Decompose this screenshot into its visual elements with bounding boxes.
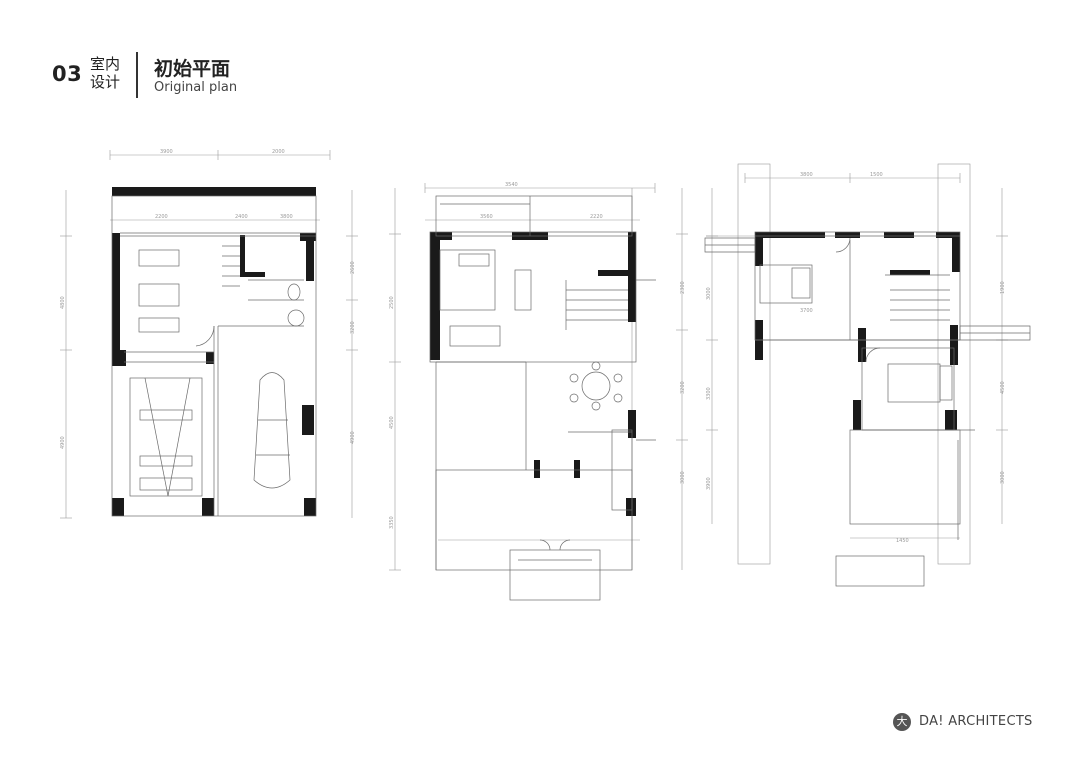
plan-1-dim-right-3: 4900 xyxy=(350,431,356,444)
plan-1-dim-left-1: 4800 xyxy=(60,296,66,309)
plan-1-dim-right-1: 2600 xyxy=(350,261,356,274)
plan-2-dim-left-1: 2500 xyxy=(389,296,395,309)
plan-1-dim-inner-2: 2400 xyxy=(235,214,248,220)
plan-2-dim-top-1: 3540 xyxy=(505,182,518,188)
plan-1-dim-right-2: 3200 xyxy=(350,321,356,334)
plan-3-dim-right-2: 4500 xyxy=(1000,381,1006,394)
section-category: 室内 设计 xyxy=(90,55,126,91)
plan-2-dim-right-1: 2300 xyxy=(680,281,686,294)
plan-2-dim-left-2: 4500 xyxy=(389,416,395,429)
plan-1-dim-inner-3: 3800 xyxy=(280,214,293,220)
plan-3-dim-inner-2: 1450 xyxy=(896,538,909,544)
header-divider xyxy=(136,52,138,98)
floor-plan-2: 3540 3560 2220 2500 4500 3350 2300 3200 … xyxy=(389,182,688,601)
section-category-line2: 设计 xyxy=(90,73,121,91)
plan-3-dim-top-2: 1500 xyxy=(870,172,883,178)
plan-3-dim-right-3: 3000 xyxy=(1000,471,1006,484)
plan-3-dim-inner-1: 3700 xyxy=(800,308,813,314)
brand-name: DA! ARCHITECTS xyxy=(919,714,1033,729)
da-logo-icon: 大 xyxy=(893,713,911,731)
plan-3-dim-left-1: 3000 xyxy=(706,287,712,300)
plan-3-dim-left-3: 3900 xyxy=(706,477,712,490)
plan-3-dim-right-1: 1900 xyxy=(1000,281,1006,294)
plan-3-dim-top-1: 3800 xyxy=(800,172,813,178)
plan-2-dim-right-3: 3000 xyxy=(680,471,686,484)
plan-1-dim-left-2: 4900 xyxy=(60,436,66,449)
plan-2-dim-right-2: 3200 xyxy=(680,381,686,394)
plan-2-dim-inner-1: 3560 xyxy=(480,214,493,220)
floor-plan-3: 3800 1500 3700 1450 3000 3300 3900 1900 … xyxy=(704,163,1031,587)
plan-2-dim-inner-2: 2220 xyxy=(590,214,603,220)
plan-1-dim-top-2: 2000 xyxy=(272,149,285,155)
floor-plan-1: 3900 2000 2200 2400 3800 4800 4900 2600 … xyxy=(60,149,358,519)
plan-1-dim-inner-1: 2200 xyxy=(155,214,168,220)
page-title: 初始平面 xyxy=(154,58,231,80)
section-category-line1: 室内 xyxy=(90,55,121,73)
section-number: 03 xyxy=(52,62,83,86)
page-subtitle: Original plan xyxy=(154,80,238,95)
plan-3-dim-left-2: 3300 xyxy=(706,387,712,400)
plan-1-dim-top-1: 3900 xyxy=(160,149,173,155)
plan-2-dim-left-3: 3350 xyxy=(389,516,395,529)
